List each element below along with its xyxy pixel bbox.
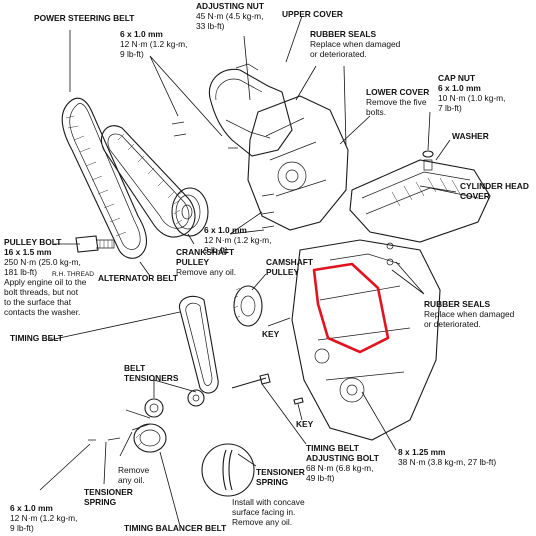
part-name: RUBBER SEALS bbox=[310, 29, 377, 39]
note-line: bolts. bbox=[366, 107, 387, 117]
timing-belt-drawing bbox=[178, 295, 219, 394]
note-line: any oil. bbox=[118, 475, 145, 485]
camshaft-pulley-drawing bbox=[233, 285, 263, 327]
note-line: to the surface that bbox=[4, 297, 72, 307]
bolt-torque-line: 9 lb-ft) bbox=[120, 49, 144, 59]
label-upper-cover: UPPER COVER bbox=[282, 9, 343, 19]
pulley-bolt-drawing bbox=[75, 235, 115, 253]
part-name-line: CAMSHAFT bbox=[266, 257, 313, 267]
note-line: Remove the five bbox=[366, 97, 427, 107]
torque-line: 181 lb-ft) bbox=[4, 267, 38, 277]
part-name-line: TENSIONERS bbox=[124, 373, 179, 383]
part-name: RUBBER SEALS bbox=[424, 299, 491, 309]
label-key-upper: KEY bbox=[262, 329, 280, 339]
torque-line: 49 lb-ft) bbox=[306, 473, 335, 483]
torque-line: 45 N·m (4.5 kg-m, bbox=[196, 11, 264, 21]
part-name-line: COVER bbox=[460, 191, 490, 201]
key-lower-drawing bbox=[293, 397, 304, 405]
label-power-steering-belt: POWER STEERING BELT bbox=[34, 13, 135, 23]
lower-cover-drawing bbox=[247, 95, 349, 231]
note-line: Replace when damaged bbox=[310, 39, 401, 49]
torque-line: 33 lb-ft) bbox=[196, 21, 225, 31]
part-name: PULLEY BOLT bbox=[4, 237, 62, 247]
note-line: bolt threads, but not bbox=[4, 287, 79, 297]
torque-line: 12 N·m (1.2 kg-m, bbox=[204, 235, 272, 245]
note-line: or deteriorated. bbox=[424, 319, 481, 329]
part-name: LOWER COVER bbox=[366, 87, 430, 97]
part-name-line: ADJUSTING BOLT bbox=[306, 453, 379, 463]
adjusting-bolt-drawing bbox=[231, 373, 271, 389]
bolt-size: 8 x 1.25 mm bbox=[398, 447, 446, 457]
part-name-line: TENSIONER bbox=[256, 467, 305, 477]
upper-cover-drawing bbox=[208, 63, 293, 157]
note: Remove any oil. bbox=[176, 267, 237, 277]
part-name-line: PULLEY bbox=[176, 257, 210, 267]
note-line: surface facing in. bbox=[232, 507, 296, 517]
bolts-drawing bbox=[88, 121, 394, 441]
bolt-torque-line: 12 N·m (1.2 kg-m, bbox=[120, 39, 188, 49]
label-alternator-belt: ALTERNATOR BELT bbox=[98, 273, 178, 283]
label-key-lower: KEY bbox=[296, 419, 314, 429]
part-size: 16 x 1.5 mm bbox=[4, 247, 52, 257]
timing-balancer-belt-drawing bbox=[133, 423, 167, 453]
engine-block-drawing bbox=[291, 239, 441, 441]
note-line: Remove any oil. bbox=[232, 517, 293, 527]
crankshaft-pulley-drawing bbox=[171, 187, 209, 237]
bolt-size: 6 x 1.0 mm bbox=[10, 503, 53, 513]
thread-tag: R.H. THREAD bbox=[52, 271, 95, 278]
torque-line: 10 N·m (1.0 kg-m, bbox=[438, 93, 506, 103]
power-steering-belt-drawing bbox=[61, 97, 148, 259]
belt-tensioners-drawing bbox=[125, 389, 205, 431]
torque-line: 250 N·m (25.0 kg-m, bbox=[4, 257, 81, 267]
torque-line: 7 lb-ft) bbox=[438, 103, 462, 113]
torque-line: 68 N·m (6.8 kg-m, bbox=[306, 463, 374, 473]
part-name-line: CRANKSHAFT bbox=[176, 247, 235, 257]
label-timing-belt: TIMING BELT bbox=[10, 333, 63, 343]
part-size: 6 x 1.0 mm bbox=[438, 83, 481, 93]
note-line: Install with concave bbox=[232, 497, 305, 507]
bolt-size: 6 x 1.0 mm bbox=[204, 225, 247, 235]
install-detail-drawing bbox=[201, 443, 255, 497]
bolt-size: 6 x 1.0 mm bbox=[120, 29, 163, 39]
note-line: Remove bbox=[118, 465, 150, 475]
part-name-line: SPRING bbox=[84, 497, 117, 507]
alternator-belt-drawing bbox=[100, 125, 196, 238]
torque-line: 9 lb-ft) bbox=[204, 245, 228, 255]
part-name-line: TENSIONER bbox=[84, 487, 133, 497]
part-name-line: SPRING bbox=[256, 477, 289, 487]
callout-lines bbox=[39, 15, 457, 527]
part-name-line: PULLEY bbox=[266, 267, 300, 277]
part-name-line: CYLINDER HEAD bbox=[460, 181, 529, 191]
note-line: Apply engine oil to the bbox=[4, 277, 87, 287]
note-line: Replace when damaged bbox=[424, 309, 515, 319]
label-washer: WASHER bbox=[452, 131, 489, 141]
note-line: or deteriorated. bbox=[310, 49, 367, 59]
part-name: ADJUSTING NUT bbox=[196, 1, 264, 11]
torque-line: 38 N·m (3.8 kg-m, 27 lb-ft) bbox=[398, 457, 497, 467]
torque-line: 12 N·m (1.2 kg-m, bbox=[10, 513, 78, 523]
part-name: CAP NUT bbox=[438, 73, 476, 83]
part-name-line: BELT bbox=[124, 363, 146, 373]
highlight-outline bbox=[312, 262, 390, 354]
washer-drawing bbox=[422, 150, 434, 171]
label-timing-balancer-belt: TIMING BALANCER BELT bbox=[124, 523, 227, 533]
note-line: contacts the washer. bbox=[4, 307, 81, 317]
part-name-line: TIMING BELT bbox=[306, 443, 359, 453]
torque-line: 9 lb-ft) bbox=[10, 523, 34, 533]
